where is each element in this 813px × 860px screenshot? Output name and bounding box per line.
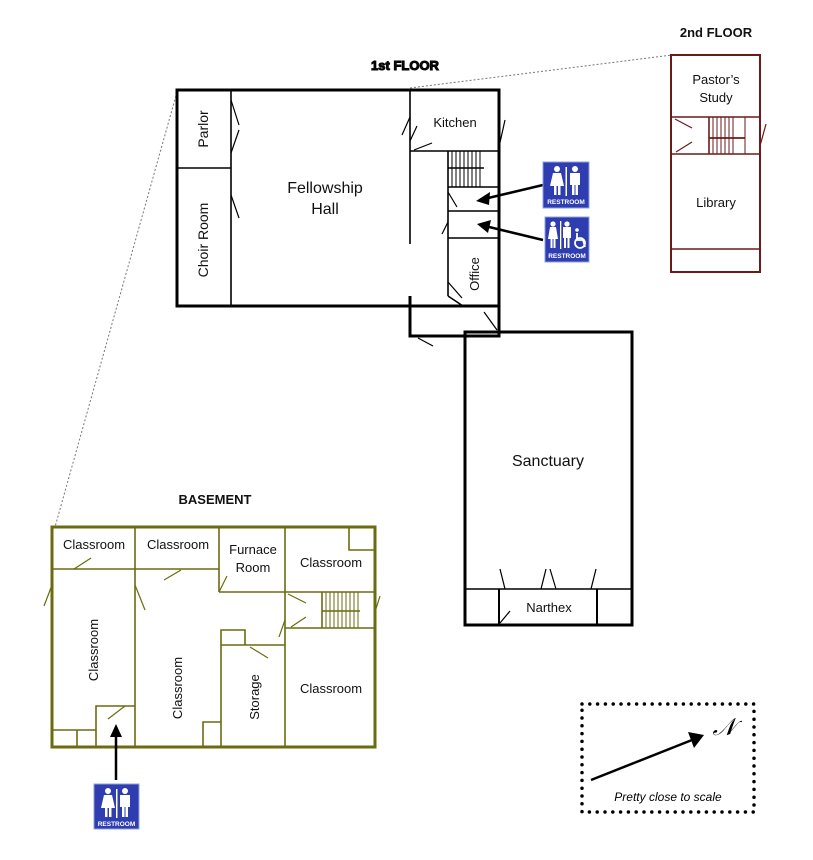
sanctuary-outline (463, 330, 634, 627)
room-label-library: Library (696, 195, 736, 210)
room-label-classroom-5: Classroom (170, 657, 185, 719)
room-label-classroom-4: Classroom (86, 619, 101, 681)
man-icon (570, 166, 580, 195)
connector-line-2nd (409, 54, 673, 89)
room-label-sanctuary: Sanctuary (512, 453, 584, 470)
room-label-office: Office (467, 257, 482, 291)
man-icon (120, 788, 130, 817)
room-label-parlor: Parlor (195, 110, 211, 148)
room-label-storage: Storage (247, 674, 262, 720)
basement: BASEMENT (43, 492, 381, 749)
room-label-pastors-study-1: Pastor’s (692, 72, 740, 87)
first-floor-outline (175, 88, 501, 308)
restroom-sign: RESTROOM (542, 161, 590, 209)
room-label-pastors-study-2: Study (699, 90, 733, 105)
basement-restroom-sign-label: RESTROOM (98, 821, 136, 828)
second-floor-outline (670, 54, 761, 273)
restroom-arrow-2 (477, 220, 544, 242)
accessible-restroom-sign-label: RESTROOM (548, 253, 586, 260)
second-floor-title: 2nd FLOOR (680, 25, 753, 40)
basement-restroom-sign: RESTROOM (93, 783, 140, 830)
basement-restroom-arrow (110, 724, 122, 780)
restroom-sign-label: RESTROOM (547, 199, 585, 206)
man-icon (563, 221, 571, 248)
first-floor-title: 1st FLOOR (371, 58, 440, 73)
room-label-furnace-1: Furnace (229, 542, 277, 557)
north-symbol: 𝒩 (713, 713, 743, 741)
accessible-restroom-sign: RESTROOM (544, 216, 590, 263)
scale-legend: 𝒩 Pretty close to scale (580, 702, 756, 814)
basement-title: BASEMENT (179, 492, 252, 507)
room-label-classroom-3: Classroom (300, 555, 362, 570)
woman-icon (550, 166, 564, 195)
restroom-arrow-1 (476, 183, 544, 205)
room-label-fellowship-1: Fellowship (287, 180, 363, 197)
room-label-fellowship-2: Hall (311, 201, 339, 218)
scale-note: Pretty close to scale (614, 790, 722, 804)
second-floor: 2nd FLOOR Pastor’s Study Library (670, 25, 767, 273)
basement-outline (50, 525, 377, 749)
woman-icon (101, 788, 115, 817)
first-floor: 1st FLOOR (175, 58, 634, 627)
room-label-choir-room: Choir Room (195, 203, 211, 278)
wheelchair-icon (574, 233, 586, 249)
room-label-narthex: Narthex (526, 600, 572, 615)
room-label-classroom-2: Classroom (147, 537, 209, 552)
room-label-kitchen: Kitchen (433, 115, 476, 130)
room-label-classroom-1: Classroom (63, 537, 125, 552)
woman-icon (548, 221, 558, 248)
room-label-furnace-2: Room (236, 560, 271, 575)
connector-line-basement (54, 91, 178, 528)
room-label-classroom-6: Classroom (300, 681, 362, 696)
north-arrow-icon (590, 732, 704, 782)
